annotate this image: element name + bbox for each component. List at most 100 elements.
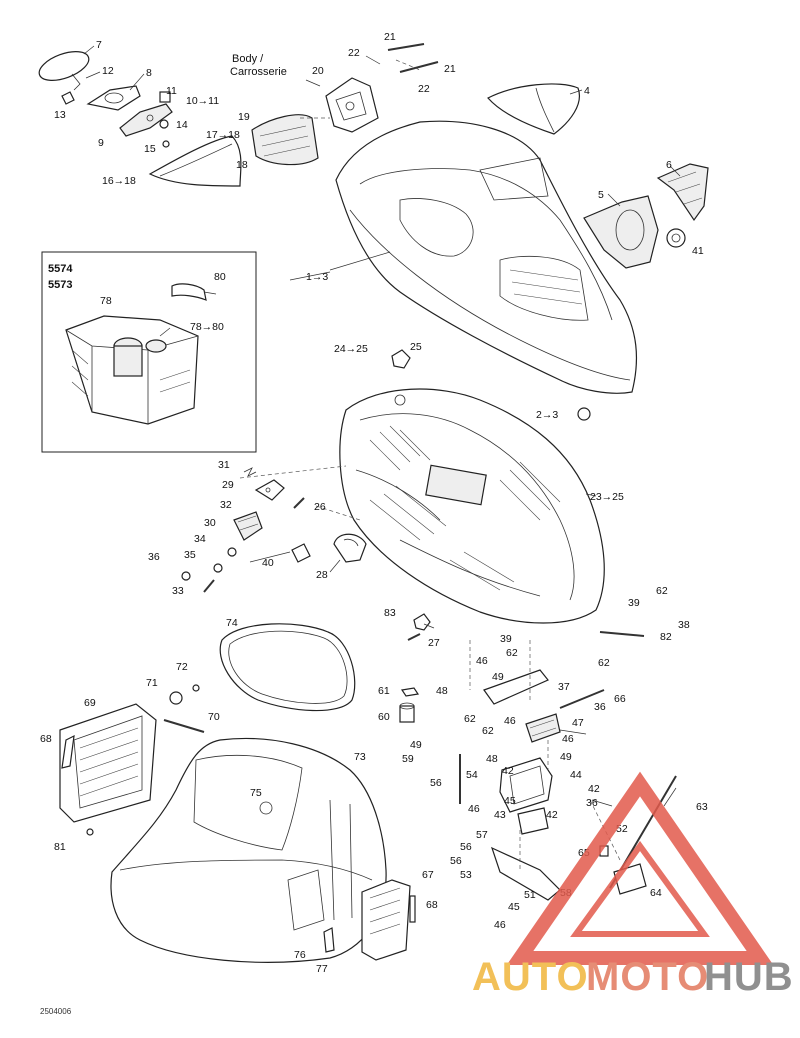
callout-label: 62 xyxy=(482,725,494,737)
callout-label: 19 xyxy=(238,111,250,123)
callout-label: 48 xyxy=(486,753,498,765)
nut-25 xyxy=(391,349,411,369)
callout-label: 1→3 xyxy=(306,271,328,283)
lamp-housing-19 xyxy=(251,114,319,166)
callout-label: 46 xyxy=(468,803,480,815)
callout-label: 70 xyxy=(208,711,220,723)
callout-label: 62 xyxy=(464,713,476,725)
callout-label: 25 xyxy=(410,341,422,353)
callout-label: 39 xyxy=(628,597,640,609)
callout-label: 49 xyxy=(560,751,572,763)
callout-label: 76 xyxy=(294,949,306,961)
callout-label: 72 xyxy=(176,661,188,673)
callout-label: 37 xyxy=(558,681,570,693)
callout-label: 45 xyxy=(508,901,520,913)
callout-label: 83 xyxy=(384,607,396,619)
callout-label: 75 xyxy=(250,787,262,799)
drawing-code: 2504006 xyxy=(40,1007,72,1016)
callout-label: 17→18 xyxy=(206,129,240,141)
callout-label: 36 xyxy=(148,551,160,563)
callout-label: 59 xyxy=(402,753,414,765)
seal-74 xyxy=(219,623,356,712)
callout-label: 64 xyxy=(650,887,662,899)
nut-83 xyxy=(413,613,431,631)
windshield-4 xyxy=(487,83,580,135)
vent-grille-5 xyxy=(583,195,659,269)
callout-label: 10→11 xyxy=(186,95,219,107)
upper-body-1-3 xyxy=(335,120,638,394)
hook-28 xyxy=(333,533,367,563)
callout-label: 36 xyxy=(594,701,606,713)
watermark-triangle-inner xyxy=(570,840,710,937)
callout-label: 8 xyxy=(146,67,152,79)
lower-hull-23-25 xyxy=(339,388,605,624)
callout-label: 36 xyxy=(586,797,598,809)
callout-label: 15 xyxy=(144,143,156,155)
screw-15 xyxy=(162,140,170,148)
mirror-bracket-9 xyxy=(119,103,173,137)
bumper-40 xyxy=(291,543,311,563)
callout-label: 4 xyxy=(584,85,590,97)
callout-label: 78→80 xyxy=(190,321,224,333)
callout-label: 48 xyxy=(436,685,448,697)
callout-label: 5 xyxy=(598,189,604,201)
clip-76 xyxy=(323,927,335,953)
nut-11 xyxy=(159,91,171,103)
model-number-5573: 5573 xyxy=(48,279,72,291)
rod-66 xyxy=(559,689,605,709)
callout-label: 73 xyxy=(354,751,366,763)
callout-label: 71 xyxy=(146,677,158,689)
callout-label: 33 xyxy=(172,585,184,597)
mounting-bracket-20 xyxy=(325,77,379,133)
callout-label: 34 xyxy=(194,533,206,545)
access-panel-67 xyxy=(361,879,411,961)
screw-26 xyxy=(293,497,305,509)
callout-label: 66 xyxy=(614,693,626,705)
callout-label: 42 xyxy=(588,783,600,795)
callout-label: 44 xyxy=(570,769,582,781)
callout-label: 38 xyxy=(678,619,690,631)
callout-label: 69 xyxy=(84,697,96,709)
callout-label: 80 xyxy=(214,271,226,283)
body-label-line-1: Body / xyxy=(232,53,264,65)
grommet-61 xyxy=(400,687,420,697)
hinge-68-right xyxy=(409,895,416,923)
callout-label: 26 xyxy=(314,501,326,513)
grommet-41 xyxy=(666,228,686,248)
callout-label: 51 xyxy=(524,889,536,901)
callout-label: 12 xyxy=(102,65,114,77)
callout-label: 22 xyxy=(348,47,360,59)
washer-2-3 xyxy=(577,407,591,421)
callout-label: 29 xyxy=(222,479,234,491)
washer-34 xyxy=(227,547,237,557)
watermark-moto: MOTO xyxy=(586,955,709,999)
model-number-5574: 5574 xyxy=(48,263,73,275)
mirror-part-7 xyxy=(38,51,90,91)
callout-label: 16→18 xyxy=(102,175,136,187)
strap-80 xyxy=(171,283,207,301)
fitting-60 xyxy=(399,702,415,723)
bracket-47 xyxy=(525,713,561,743)
callout-label: 35 xyxy=(184,549,196,561)
callout-label: 18 xyxy=(236,159,248,171)
callout-label: 74 xyxy=(226,617,238,629)
callout-label: 52 xyxy=(616,823,628,835)
callout-label: 13 xyxy=(54,109,66,121)
callout-label: 47 xyxy=(572,717,584,729)
callout-label: 2→3 xyxy=(536,409,558,421)
callout-label: 82 xyxy=(660,631,672,643)
callout-label: 20 xyxy=(312,65,324,77)
callout-label: 7 xyxy=(96,39,102,51)
callout-label: 32 xyxy=(220,499,232,511)
callout-label: 56 xyxy=(450,855,462,867)
callout-label: 6 xyxy=(666,159,672,171)
rod-82 xyxy=(599,631,645,637)
callout-label: 11 xyxy=(166,85,177,97)
watermark-triangle xyxy=(506,771,774,965)
screw-81 xyxy=(86,828,94,836)
callout-label: 62 xyxy=(598,657,610,669)
watermark-hub: HUB xyxy=(704,955,794,999)
callout-label: 46 xyxy=(504,715,516,727)
washer-14 xyxy=(159,119,169,129)
callout-label: 53 xyxy=(460,869,472,881)
